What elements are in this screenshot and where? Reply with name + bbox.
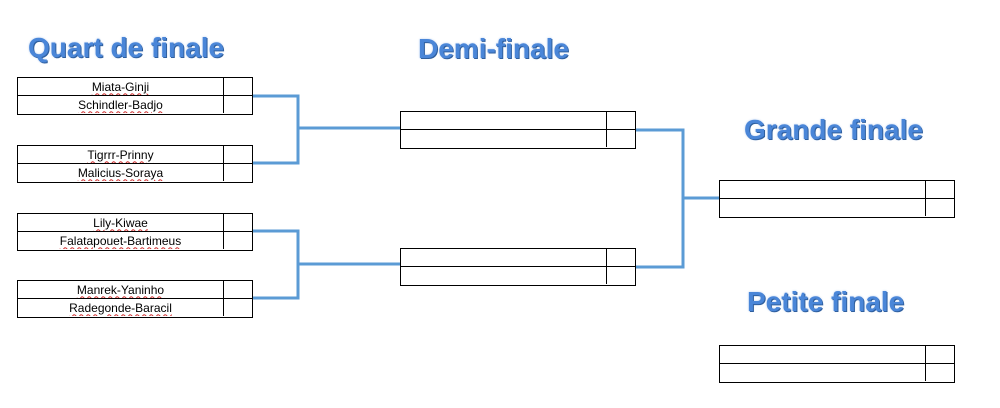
team-name[interactable]: Miata-Ginji xyxy=(18,78,224,95)
score-cell[interactable] xyxy=(224,146,252,163)
semi-final-match-2 xyxy=(400,248,636,286)
team-name[interactable]: Manrek-Yaninho xyxy=(18,281,224,298)
connector-sf-final xyxy=(635,128,720,269)
team-row: Radegonde-Baracil xyxy=(18,299,252,316)
team-row: Malicius-Soraya xyxy=(18,164,252,181)
team-name[interactable] xyxy=(401,267,607,284)
team-row: Lily-Kiwae xyxy=(18,214,252,232)
team-row xyxy=(720,346,954,364)
score-cell[interactable] xyxy=(224,281,252,298)
team-name[interactable] xyxy=(720,346,926,363)
team-name[interactable] xyxy=(720,364,926,381)
team-row xyxy=(401,267,635,284)
quarter-final-match-1: Miata-Ginji Schindler-Badjo xyxy=(17,77,253,115)
small-final-heading: Petite finale xyxy=(747,286,905,317)
team-name[interactable]: Malicius-Soraya xyxy=(18,164,224,181)
score-cell[interactable] xyxy=(607,249,635,266)
small-final-match xyxy=(719,345,955,383)
score-cell[interactable] xyxy=(224,78,252,95)
team-row xyxy=(401,112,635,130)
score-cell[interactable] xyxy=(607,112,635,129)
grand-final-match xyxy=(719,180,955,218)
team-row xyxy=(401,130,635,147)
team-row: Miata-Ginji xyxy=(18,78,252,96)
team-name[interactable] xyxy=(401,249,607,266)
score-cell[interactable] xyxy=(926,181,954,198)
quarter-final-match-4: Manrek-Yaninho Radegonde-Baracil xyxy=(17,280,253,318)
team-row: Manrek-Yaninho xyxy=(18,281,252,299)
team-name[interactable]: Lily-Kiwae xyxy=(18,214,224,231)
semi-final-heading: Demi-finale xyxy=(418,33,569,64)
team-name[interactable] xyxy=(720,181,926,198)
team-row: Schindler-Badjo xyxy=(18,96,252,113)
team-name[interactable] xyxy=(401,112,607,129)
team-row xyxy=(720,199,954,216)
score-cell[interactable] xyxy=(926,199,954,216)
score-cell[interactable] xyxy=(224,299,252,316)
score-cell[interactable] xyxy=(607,267,635,284)
quarter-final-match-3: Lily-Kiwae Falatapouet-Bartimeus xyxy=(17,213,253,251)
score-cell[interactable] xyxy=(926,364,954,381)
connector-qf1-qf2 xyxy=(251,94,401,165)
score-cell[interactable] xyxy=(224,232,252,249)
semi-final-match-1 xyxy=(400,111,636,149)
team-row: Tigrrr-Prinny xyxy=(18,146,252,164)
team-row: Falatapouet-Bartimeus xyxy=(18,232,252,249)
quarter-final-heading: Quart de finale xyxy=(28,32,225,63)
team-row xyxy=(401,249,635,267)
score-cell[interactable] xyxy=(224,164,252,181)
score-cell[interactable] xyxy=(224,214,252,231)
team-row xyxy=(720,364,954,381)
score-cell[interactable] xyxy=(224,96,252,113)
score-cell[interactable] xyxy=(607,130,635,147)
team-name[interactable]: Schindler-Badjo xyxy=(18,96,224,113)
score-cell[interactable] xyxy=(926,346,954,363)
team-name[interactable]: Tigrrr-Prinny xyxy=(18,146,224,163)
team-name[interactable] xyxy=(720,199,926,216)
team-name[interactable] xyxy=(401,130,607,147)
connector-qf3-qf4 xyxy=(251,229,401,300)
grand-final-heading: Grande finale xyxy=(744,114,923,145)
team-row xyxy=(720,181,954,199)
team-name[interactable]: Falatapouet-Bartimeus xyxy=(18,232,224,249)
team-name[interactable]: Radegonde-Baracil xyxy=(18,299,224,316)
quarter-final-match-2: Tigrrr-Prinny Malicius-Soraya xyxy=(17,145,253,183)
